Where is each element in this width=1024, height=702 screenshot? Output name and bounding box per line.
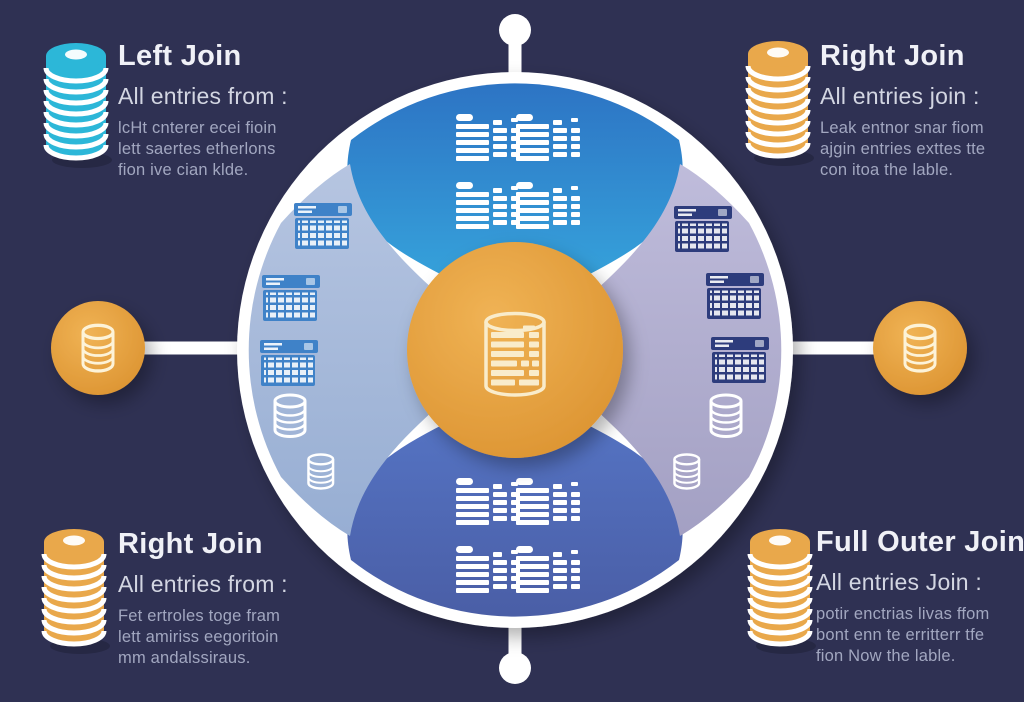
- database-stack-icon: [748, 41, 814, 166]
- join-title: Full Outer Join: [816, 526, 1024, 558]
- join-description: Fet ertroles toge fram lett amiriss eego…: [118, 606, 348, 669]
- center-join-node: [407, 242, 623, 458]
- join-desc-line: ajgin entries exttes tte: [820, 140, 986, 158]
- join-desc-line: lcHt cnterer ecei fioin: [118, 119, 277, 137]
- dot-bottom: [499, 652, 531, 684]
- grid-table-icon: [294, 203, 352, 249]
- join-subtitle: All entries from :: [118, 83, 288, 109]
- join-title: Left Join: [118, 40, 242, 72]
- join-subtitle: All entries Join :: [816, 569, 982, 595]
- join-subtitle: All entries join :: [820, 83, 980, 109]
- join-desc-line: Fet ertroles toge fram: [118, 607, 281, 625]
- join-subtitle: All entries from :: [118, 571, 288, 597]
- join-desc-line: bont enn te erritterr tfe: [816, 626, 985, 644]
- join-desc-line: potir enctrias livas ffom: [816, 605, 990, 623]
- grid-table-icon: [260, 340, 318, 386]
- petal-left: [248, 164, 447, 536]
- join-description: Leak entnor snar fiom ajgin entries extt…: [820, 118, 1024, 181]
- join-description: lcHt cnterer ecei fioin lett saertes eth…: [118, 118, 348, 181]
- join-title: Right Join: [118, 528, 263, 560]
- join-desc-line: con itoa the lable.: [820, 161, 954, 179]
- grid-table-icon: [262, 275, 320, 321]
- info-block-bottom-right: Full Outer Join All entries Join : potir…: [816, 526, 1024, 667]
- petal-right: [583, 164, 782, 536]
- dot-top: [499, 14, 531, 46]
- join-desc-line: Leak entnor snar fiom: [820, 119, 984, 137]
- database-stack-icon: [44, 529, 110, 654]
- join-desc-line: lett amiriss eegoritoin: [118, 628, 279, 646]
- database-node-left: [51, 301, 145, 395]
- grid-table-icon: [706, 273, 764, 319]
- grid-table-icon: [674, 206, 732, 252]
- info-block-top-right: Right Join All entries join : Leak entno…: [820, 40, 1024, 181]
- join-desc-line: lett saertes etherlons: [118, 140, 276, 158]
- join-description: potir enctrias livas ffom bont enn te er…: [816, 604, 1024, 667]
- join-desc-line: fion Now the lable.: [816, 647, 956, 665]
- join-desc-line: mm andalssiraus.: [118, 649, 251, 667]
- grid-table-icon: [711, 337, 769, 383]
- info-block-top-left: Left Join All entries from : lcHt cntere…: [118, 40, 348, 181]
- join-title: Right Join: [820, 40, 965, 72]
- database-stack-icon: [46, 43, 112, 168]
- database-node-right: [873, 301, 967, 395]
- join-desc-line: fion ive cian klde.: [118, 161, 249, 179]
- info-block-bottom-left: Right Join All entries from : Fet ertrol…: [118, 528, 348, 669]
- petal-bottom: [347, 411, 683, 617]
- database-stack-icon: [750, 529, 816, 654]
